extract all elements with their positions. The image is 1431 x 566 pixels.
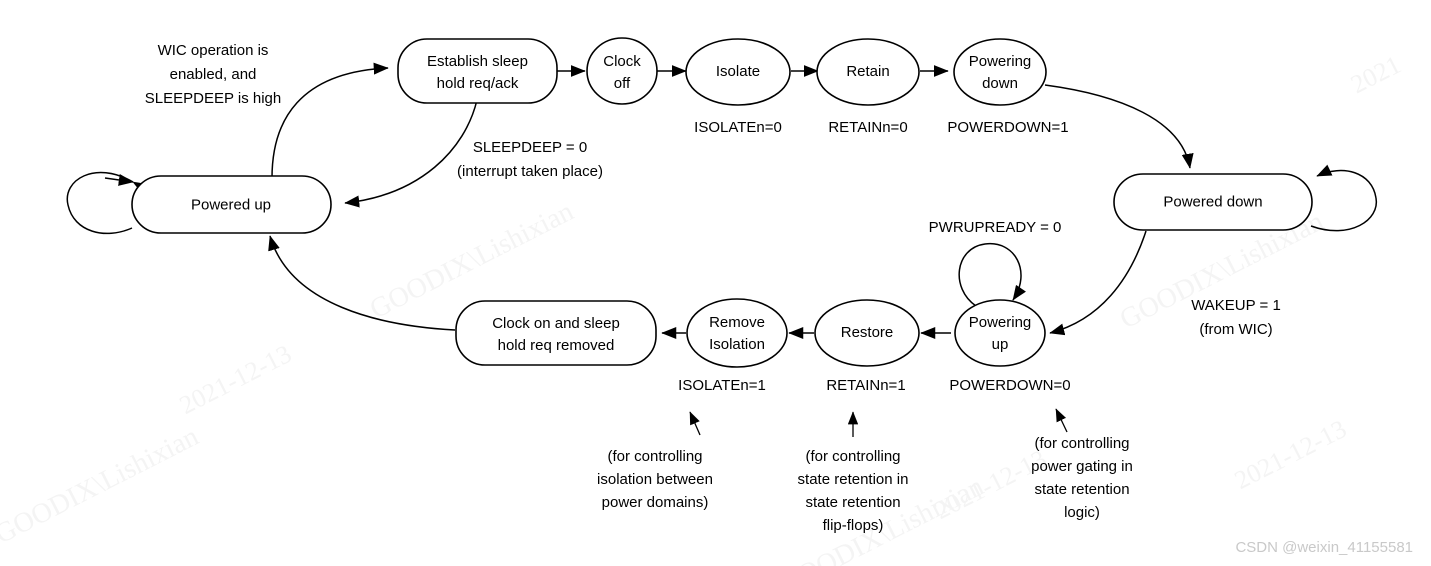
state-node-restore[interactable]: Restore xyxy=(814,299,920,367)
state-label-remove-isolation-2: Isolation xyxy=(709,336,765,353)
state-node-clock-off[interactable]: Clock off xyxy=(586,37,658,105)
state-label-powering-down-2: down xyxy=(982,75,1018,92)
signal-label-powerdown1: POWERDOWN=1 xyxy=(947,119,1068,136)
svg-text:WAKEUP = 1: WAKEUP = 1 xyxy=(1191,297,1281,314)
state-label-isolate: Isolate xyxy=(716,63,760,80)
signal-label-retainn0: RETAINn=0 xyxy=(828,119,907,136)
state-label-clock-on-2: hold req removed xyxy=(498,337,615,354)
state-node-powered-down[interactable]: Powered down xyxy=(1113,173,1313,231)
state-node-clock-on[interactable]: Clock on and sleep hold req removed xyxy=(455,300,657,366)
state-node-powering-down[interactable]: Powering down xyxy=(953,38,1047,106)
edge-powereddown-to-poweringup xyxy=(1049,230,1147,336)
svg-text:(for controlling: (for controlling xyxy=(1034,435,1129,452)
state-node-powered-up[interactable]: Powered up xyxy=(131,175,332,234)
edge-powering-up-self xyxy=(958,243,1026,307)
edge-label-sleepdeep-zero: SLEEPDEEP = 0 (interrupt taken place) xyxy=(457,139,603,180)
svg-text:state retention: state retention xyxy=(1034,481,1129,498)
edge-powered-up-self-arrow xyxy=(104,174,134,186)
svg-text:PWRUPREADY = 0: PWRUPREADY = 0 xyxy=(929,219,1062,236)
svg-text:state retention: state retention xyxy=(805,494,900,511)
svg-text:power gating in: power gating in xyxy=(1031,458,1133,475)
state-node-isolate[interactable]: Isolate xyxy=(685,38,791,106)
signal-label-retainn1: RETAINn=1 xyxy=(826,377,905,394)
signal-label-isolaten1: ISOLATEn=1 xyxy=(678,377,766,394)
edge-label-wic-enable: WIC operation is enabled, and SLEEPDEEP … xyxy=(145,42,281,107)
credit-watermark: CSDN @weixin_41155581 xyxy=(1235,539,1413,556)
edge-poweringdown-to-powereddown xyxy=(1044,84,1194,169)
signal-label-isolaten0: ISOLATEn=0 xyxy=(694,119,782,136)
state-node-powering-up[interactable]: Powering up xyxy=(954,299,1046,367)
state-label-clock-off-1: Clock xyxy=(603,53,641,70)
signal-label-powerdown0: POWERDOWN=0 xyxy=(949,377,1070,394)
edge-establish-to-poweredup xyxy=(344,99,478,208)
note-isolation: (for controlling isolation between power… xyxy=(597,448,713,511)
edge-clockon-to-poweredup xyxy=(268,235,456,331)
svg-text:SLEEPDEEP is high: SLEEPDEEP is high xyxy=(145,90,281,107)
svg-text:logic): logic) xyxy=(1064,504,1100,521)
edge-label-pwrupready: PWRUPREADY = 0 xyxy=(929,219,1062,236)
edge-powered-down-self xyxy=(1310,164,1377,232)
state-label-establish-sleep-2: hold req/ack xyxy=(437,75,519,92)
state-label-powering-up-1: Powering xyxy=(969,314,1032,331)
note-gating: (for controlling power gating in state r… xyxy=(1031,435,1133,521)
state-node-remove-isolation[interactable]: Remove Isolation xyxy=(686,298,788,368)
state-label-powering-up-2: up xyxy=(992,336,1009,353)
edge-poweredup-to-establish xyxy=(271,62,389,179)
svg-text:WIC operation is: WIC operation is xyxy=(158,42,269,59)
svg-text:(from WIC): (from WIC) xyxy=(1199,321,1272,338)
state-label-clock-on-1: Clock on and sleep xyxy=(492,315,620,332)
svg-text:flip-flops): flip-flops) xyxy=(823,517,884,534)
edge-powered-up-self xyxy=(66,171,147,235)
edge-label-wakeup: WAKEUP = 1 (from WIC) xyxy=(1191,297,1281,338)
note-pointer-isolation xyxy=(689,411,701,436)
state-label-restore: Restore xyxy=(841,324,894,341)
svg-text:enabled, and: enabled, and xyxy=(170,66,257,83)
state-label-powering-down-1: Powering xyxy=(969,53,1032,70)
state-label-retain: Retain xyxy=(846,63,889,80)
state-label-powered-down: Powered down xyxy=(1163,193,1262,210)
state-label-clock-off-2: off xyxy=(614,75,631,92)
svg-text:(for controlling: (for controlling xyxy=(607,448,702,465)
svg-text:(for controlling: (for controlling xyxy=(805,448,900,465)
svg-text:SLEEPDEEP = 0: SLEEPDEEP = 0 xyxy=(473,139,587,156)
note-retention: (for controlling state retention in stat… xyxy=(798,448,909,534)
svg-text:power domains): power domains) xyxy=(602,494,709,511)
note-pointer-gating xyxy=(1055,408,1068,433)
state-node-retain[interactable]: Retain xyxy=(816,38,920,106)
state-label-remove-isolation-1: Remove xyxy=(709,314,765,331)
svg-text:isolation between: isolation between xyxy=(597,471,713,488)
svg-text:state retention in: state retention in xyxy=(798,471,909,488)
state-label-powered-up: Powered up xyxy=(191,196,271,213)
svg-text:(interrupt taken place): (interrupt taken place) xyxy=(457,163,603,180)
state-label-establish-sleep-1: Establish sleep xyxy=(427,53,528,70)
state-node-establish-sleep[interactable]: Establish sleep hold req/ack xyxy=(397,38,558,104)
